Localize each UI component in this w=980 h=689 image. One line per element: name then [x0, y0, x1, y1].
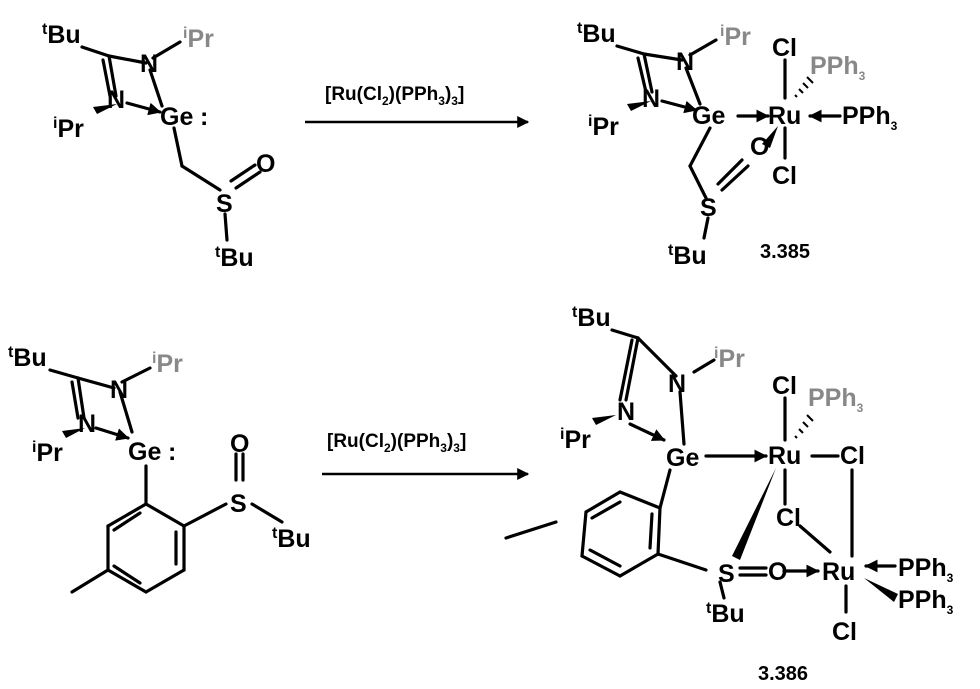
s-atom: S: [700, 194, 717, 222]
pph3-ligand: PPh3: [842, 102, 898, 133]
n-atom: N: [642, 85, 660, 113]
ipr-label: iPr: [714, 345, 745, 373]
ge-atom: Ge: [128, 438, 161, 466]
n-atom: N: [140, 50, 158, 78]
o-atom: O: [768, 558, 787, 586]
n-atom: N: [107, 86, 125, 114]
ipr-label: iPr: [588, 113, 619, 141]
compound-number: 3.386: [758, 663, 808, 685]
ge-atom: Ge: [666, 444, 699, 472]
n-atom: N: [676, 48, 694, 76]
reactant-top: tBu N iPr N iPr Ge : S O tBu: [42, 21, 275, 272]
ge-atom: Ge: [692, 102, 725, 130]
tbu-label: tBu: [577, 20, 616, 48]
reactant-bottom: tBu N iPr N iPr Ge : O S tBu: [8, 344, 311, 594]
pph3-ligand: PPh3: [898, 586, 954, 617]
product-3-385: tBu N iPr N iPr Ge Ru Cl PPh3 PPh3 O Cl …: [577, 20, 898, 270]
reaction-arrow-bottom: [Ru(Cl2)(PPh3)3]: [322, 431, 530, 480]
pph3-ligand: PPh3: [810, 52, 866, 83]
pph3-ligand: PPh3: [808, 384, 864, 415]
tbu-label: tBu: [668, 242, 707, 270]
ipr-label: iPr: [152, 350, 183, 378]
ge-atom: Ge: [160, 103, 193, 131]
ipr-label: iPr: [183, 25, 214, 53]
n-atom: N: [78, 410, 96, 438]
n-atom: N: [617, 398, 635, 426]
tbu-label: tBu: [42, 21, 81, 49]
ipr-label: iPr: [32, 439, 63, 467]
n-atom: N: [668, 370, 686, 398]
o-atom: O: [230, 430, 249, 458]
ru-atom: Ru: [768, 102, 801, 130]
lone-pair: :: [168, 438, 176, 466]
s-atom: S: [216, 190, 233, 218]
cl-atom: Cl: [772, 162, 797, 190]
ipr-label: iPr: [720, 23, 751, 51]
tbu-label: tBu: [215, 244, 254, 272]
ru-atom: Ru: [768, 442, 801, 470]
cl-atom: Cl: [832, 618, 857, 646]
cl-atom: Cl: [772, 372, 797, 400]
o-atom: O: [256, 150, 275, 178]
cl-atom: Cl: [840, 442, 865, 470]
cl-atom: Cl: [772, 34, 797, 62]
n-atom: N: [110, 376, 128, 404]
compound-number: 3.385: [760, 241, 810, 263]
ipr-label: iPr: [53, 115, 84, 143]
tbu-label: tBu: [8, 344, 47, 372]
product-3-386: tBu N iPr N iPr Ge Ru Cl PPh3 Cl Cl S O …: [504, 304, 954, 685]
reagent-label: [Ru(Cl2)(PPh3)3]: [327, 431, 466, 455]
reagent-label: [Ru(Cl2)(PPh3)3]: [325, 84, 464, 108]
ru-atom: Ru: [822, 558, 855, 586]
tbu-label: tBu: [572, 304, 611, 332]
pph3-ligand: PPh3: [898, 554, 954, 585]
tbu-label: tBu: [272, 525, 311, 553]
tbu-label: tBu: [706, 600, 745, 628]
o-atom: O: [750, 133, 769, 161]
lone-pair: :: [200, 103, 208, 131]
s-atom: S: [718, 560, 735, 588]
s-atom: S: [230, 490, 247, 518]
reaction-arrow-top: [Ru(Cl2)(PPh3)3]: [305, 84, 530, 128]
ipr-label: iPr: [560, 426, 591, 454]
cl-atom: Cl: [776, 504, 801, 532]
